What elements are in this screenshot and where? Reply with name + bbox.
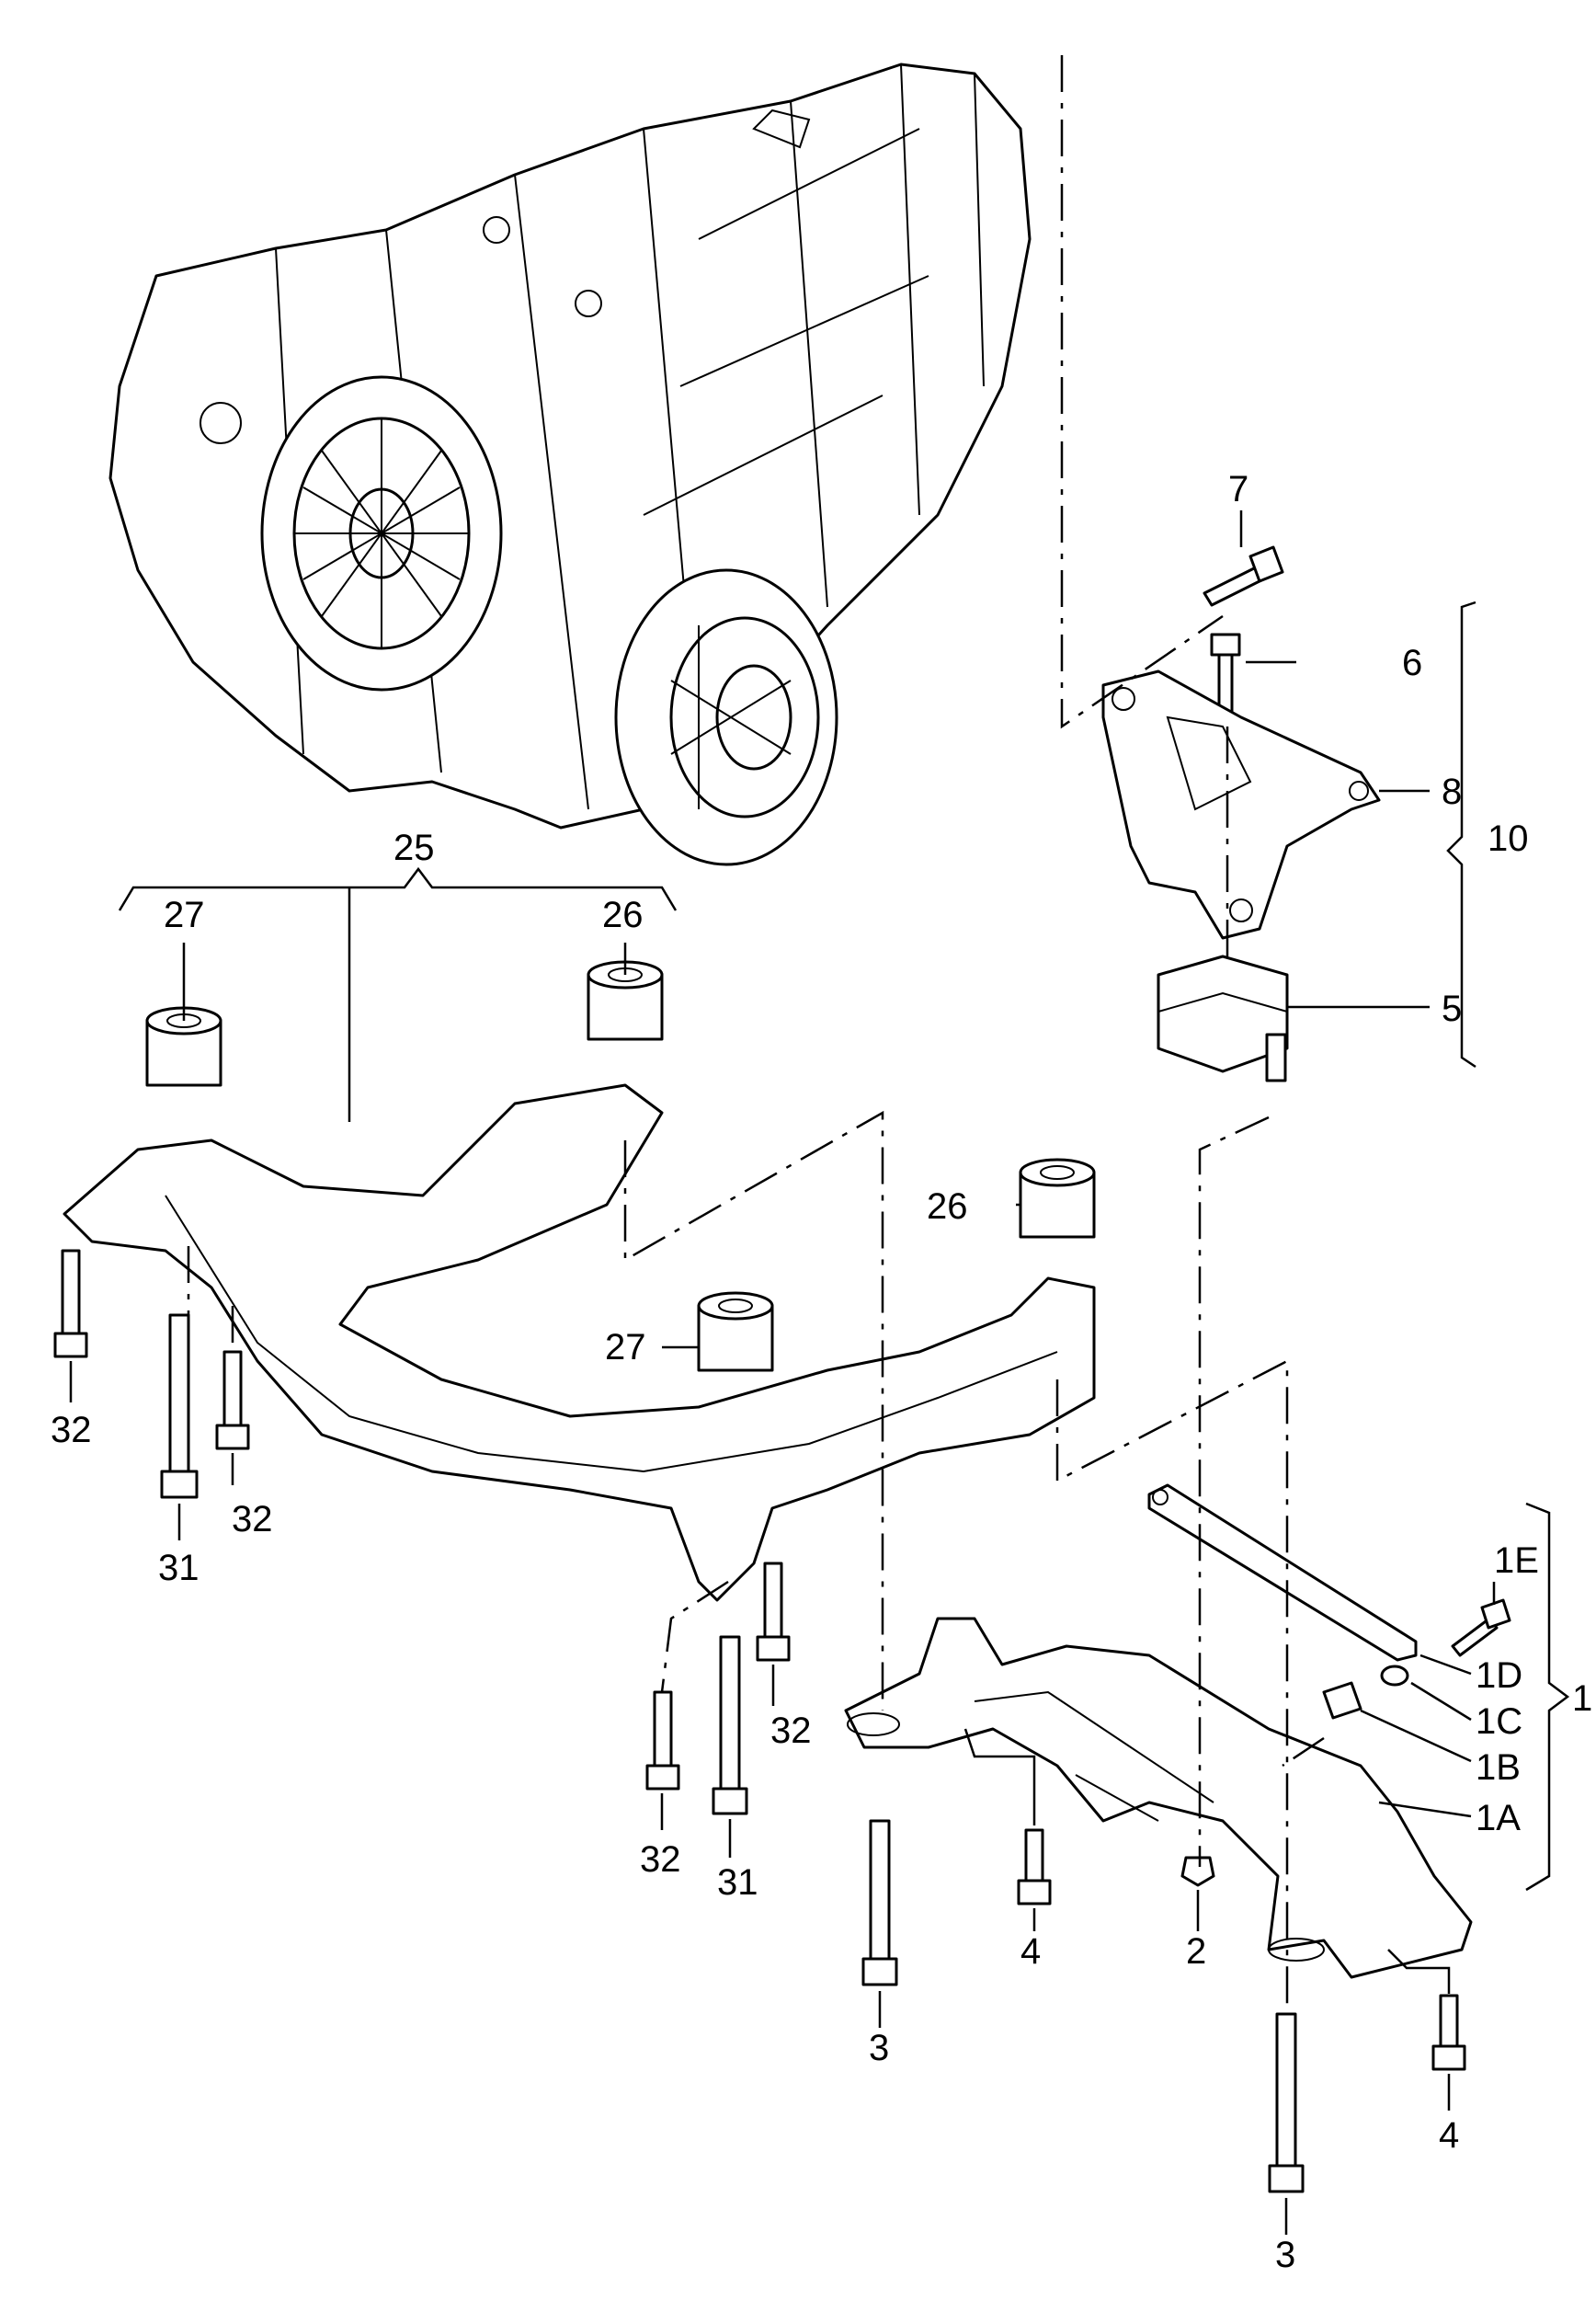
label-1: 1 (1572, 1678, 1592, 1719)
label-1e: 1E (1494, 1540, 1539, 1581)
bolt-3-left (861, 1819, 898, 1986)
label-3-right: 3 (1275, 2235, 1295, 2275)
label-27-center: 27 (605, 1327, 646, 1367)
label-32-b: 32 (232, 1499, 273, 1539)
bolt-32-c (756, 1562, 791, 1662)
label-1b: 1B (1476, 1747, 1521, 1788)
bushing-1b (1322, 1681, 1362, 1720)
nut-2 (1180, 1856, 1215, 1887)
bolt-32-a (53, 1249, 88, 1358)
label-5: 5 (1442, 989, 1462, 1029)
bolt-6 (1210, 633, 1241, 717)
part-labels: 7 6 8 10 5 25 27 26 26 27 32 32 31 32 32… (51, 469, 1592, 2275)
label-7: 7 (1228, 469, 1248, 509)
bushing-26-upper (587, 960, 664, 1041)
bolt-1e (1451, 1598, 1511, 1657)
label-32-a: 32 (51, 1410, 92, 1450)
bushing-27-center (697, 1291, 774, 1372)
label-4-right: 4 (1439, 2115, 1459, 2156)
bushing-27-left (145, 1006, 222, 1087)
label-32-c: 32 (770, 1711, 812, 1751)
rubber-mount-5 (1157, 955, 1289, 1082)
alignment-lines (187, 55, 1325, 2014)
label-26-upper: 26 (602, 895, 644, 935)
leader-lines (69, 510, 1570, 2235)
label-27-left: 27 (164, 895, 205, 935)
bolt-7 (1203, 545, 1284, 607)
bolt-31-a (160, 1313, 199, 1499)
output-flange (614, 568, 838, 866)
gearbox-housing (108, 63, 1032, 830)
label-1a: 1A (1476, 1798, 1521, 1838)
label-8: 8 (1442, 772, 1462, 812)
bolt-31-b (712, 1635, 748, 1815)
bolt-4-left (1017, 1828, 1052, 1905)
bolt-32-b (215, 1350, 250, 1450)
bolt-4-right (1431, 1994, 1466, 2071)
washer-1c (1380, 1665, 1409, 1687)
bolt-32-d (645, 1690, 680, 1791)
strap-1d (1147, 1483, 1418, 1662)
label-32-d: 32 (640, 1839, 681, 1880)
crossmember-25 (63, 1083, 1096, 1602)
clutch-bell-flange (260, 375, 503, 692)
label-3-left: 3 (869, 2028, 889, 2068)
label-25: 25 (393, 828, 435, 868)
label-6: 6 (1402, 643, 1422, 683)
label-31-a: 31 (158, 1548, 200, 1588)
carrier-1a (844, 1617, 1473, 1979)
label-1d: 1D (1476, 1655, 1522, 1696)
bolt-3-right (1268, 2012, 1305, 2193)
label-10: 10 (1488, 818, 1529, 859)
bracket-8 (1101, 669, 1381, 940)
bushing-26-right (1019, 1158, 1096, 1239)
label-4-left: 4 (1020, 1931, 1041, 1972)
label-2: 2 (1186, 1931, 1206, 1972)
label-26-right: 26 (927, 1186, 968, 1227)
label-1c: 1C (1476, 1701, 1522, 1742)
label-31-b: 31 (717, 1862, 758, 1903)
